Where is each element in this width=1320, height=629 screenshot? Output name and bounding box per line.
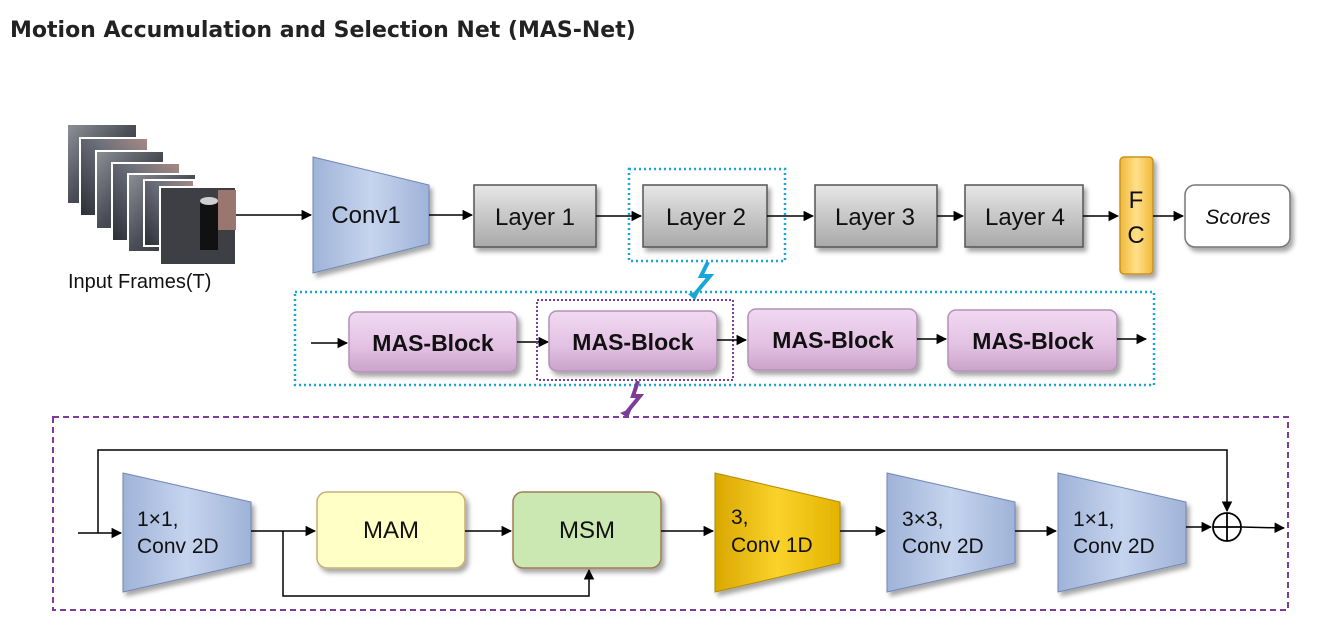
conv1d-line2: Conv 1D	[731, 534, 813, 557]
expand-arrow-mas-block	[625, 380, 645, 414]
frame-patch	[218, 190, 236, 230]
layer-1-block: Layer 1	[473, 184, 597, 248]
input-frames-stack	[68, 125, 237, 266]
scores-label: Scores	[1205, 206, 1271, 229]
input-frames-label: Input Frames(T)	[68, 271, 212, 293]
mas-block-detail-container	[52, 416, 1289, 611]
layer-4-label: Layer 4	[985, 204, 1065, 231]
conv-in-line1: 1×1,	[137, 508, 178, 531]
fc-label-f: F	[1129, 187, 1144, 214]
conv1-label: Conv1	[331, 202, 400, 229]
conv1-block: Conv1	[312, 156, 430, 274]
mas-block-2-label: MAS-Block	[572, 329, 694, 355]
arrow-conv-in-msm-bypass	[282, 531, 595, 597]
conv3x3-line1: 3×3,	[902, 508, 943, 531]
mas-block-1: MAS-Block	[348, 311, 518, 373]
expand-arrow-layer2	[693, 261, 715, 296]
conv3x3-line2: Conv 2D	[902, 535, 984, 558]
msm-label: MSM	[559, 517, 615, 544]
layer-3-block: Layer 3	[814, 184, 938, 248]
conv-in-line2: Conv 2D	[137, 535, 219, 558]
mas-block-4-label: MAS-Block	[972, 328, 1094, 354]
msm-block: MSM	[512, 491, 662, 569]
skip-connection-line	[97, 449, 1233, 533]
frame-object	[200, 200, 218, 250]
mam-block: MAM	[316, 491, 466, 569]
conv-out-line2: Conv 2D	[1073, 535, 1155, 558]
conv1d-line1: 3,	[731, 506, 749, 529]
fc-block: F C	[1119, 156, 1154, 275]
mas-block-4: MAS-Block	[947, 309, 1118, 372]
layer-3-label: Layer 3	[835, 204, 915, 231]
sum-operator-icon	[1212, 512, 1242, 542]
conv-out-line1: 1×1,	[1073, 508, 1114, 531]
mam-label: MAM	[363, 517, 419, 544]
expand-arrow-head-layer2	[688, 290, 700, 300]
mas-blocks-container	[293, 290, 1156, 387]
layer-2-highlight-box	[627, 167, 787, 263]
conv2d-3x3-block: 3×3, Conv 2D	[886, 472, 1016, 593]
page-title: Motion Accumulation and Selection Net (M…	[10, 18, 636, 43]
conv2d-1x1-in-block: 1×1, Conv 2D	[122, 472, 252, 593]
frame-object-top	[200, 197, 218, 205]
arrow-sum-out	[1240, 522, 1286, 534]
mas-block-3: MAS-Block	[747, 308, 918, 371]
scores-block: Scores	[1184, 184, 1291, 248]
layer-2-label: Layer 2	[666, 204, 746, 231]
layer-4-block: Layer 4	[964, 184, 1084, 248]
conv1d-block: 3, Conv 1D	[714, 472, 841, 593]
mas-block-2: MAS-Block	[548, 310, 718, 372]
fc-label-c: C	[1127, 222, 1144, 249]
mas-block-3-label: MAS-Block	[772, 327, 894, 353]
layer-1-label: Layer 1	[495, 204, 575, 231]
layer-2-block: Layer 2	[642, 184, 768, 248]
mas-block-1-label: MAS-Block	[372, 330, 494, 356]
expand-arrow-head-mas-block	[620, 408, 632, 418]
conv2d-1x1-out-block: 1×1, Conv 2D	[1057, 472, 1187, 593]
